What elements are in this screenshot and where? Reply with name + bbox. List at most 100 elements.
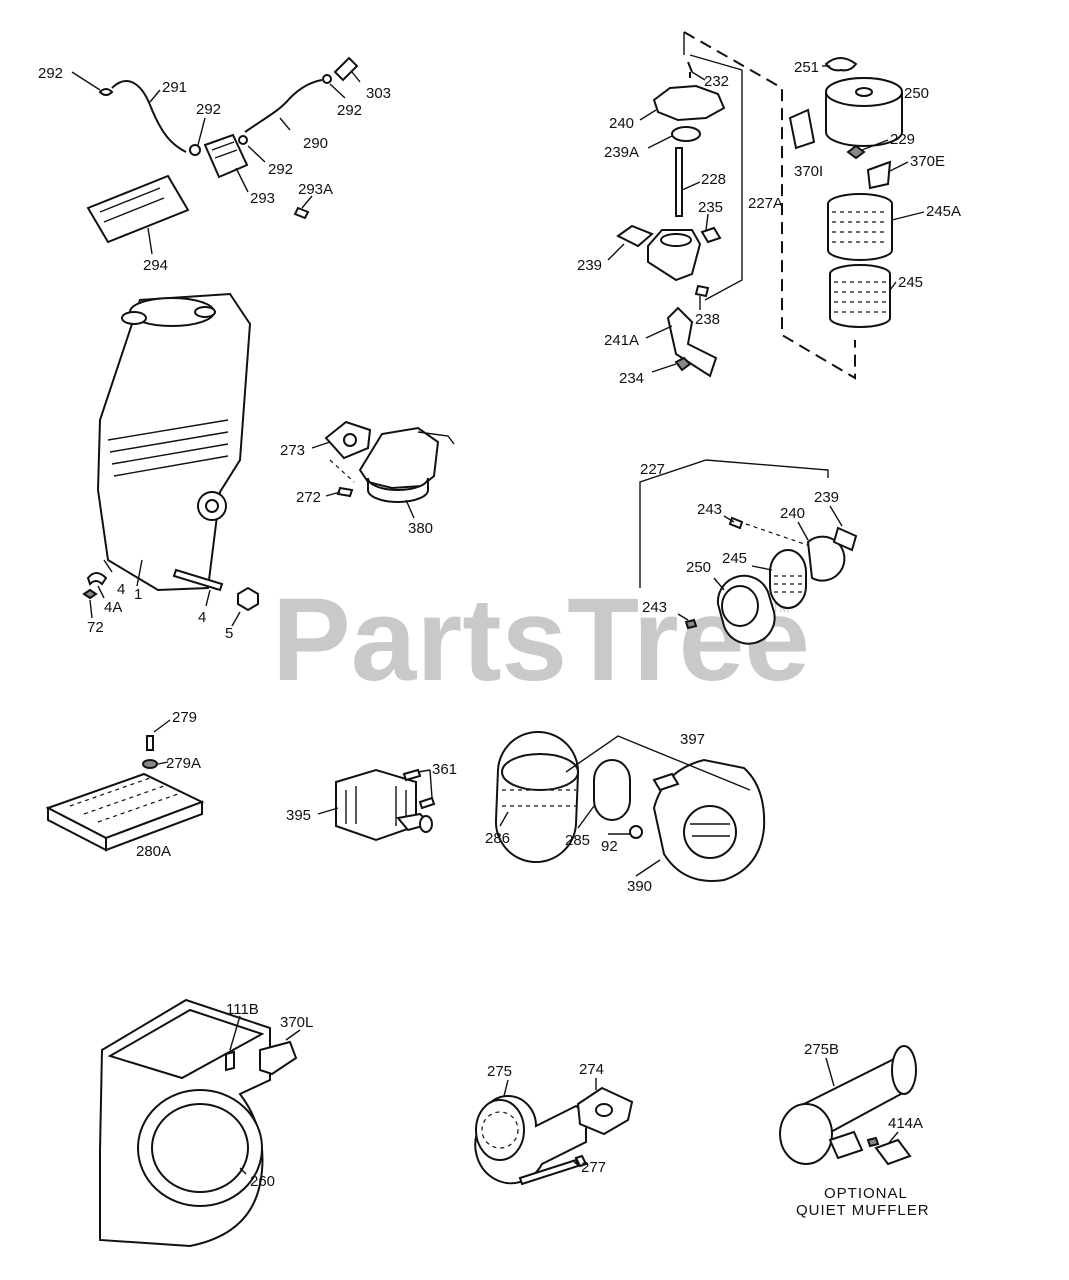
label-227: 227: [640, 461, 665, 478]
label-239-b: 239: [814, 489, 839, 506]
hose-clamp-292-left[interactable]: [98, 88, 114, 96]
clamp-292-mid[interactable]: [189, 144, 201, 156]
label-290: 290: [303, 135, 328, 152]
quiet-muffler-group: 275B 414A OPTIONAL QUIET MUFFLER: [779, 1041, 929, 1219]
screw-238[interactable]: [694, 284, 710, 298]
label-232: 232: [704, 73, 729, 90]
label-273: 273: [280, 442, 305, 459]
label-234: 234: [619, 370, 644, 387]
label-370L: 370L: [280, 1014, 313, 1031]
screw-232[interactable]: [687, 61, 693, 78]
fuel-pump-group: 292 291 292 290 292 303 292 293 293A 294: [38, 56, 391, 274]
bolt-277[interactable]: [518, 1158, 580, 1186]
nut-229[interactable]: [846, 144, 866, 160]
label-239-a: 239: [577, 257, 602, 274]
label-277: 277: [581, 1159, 606, 1176]
blower-housing-group: 111B 370L 260: [99, 998, 313, 1248]
clamp-292-right[interactable]: [238, 135, 248, 145]
filter-245-b[interactable]: [769, 549, 807, 609]
washer-279A[interactable]: [142, 759, 158, 769]
label-245A: 245A: [926, 203, 961, 220]
label-370E: 370E: [910, 153, 945, 170]
label-4-a: 4: [117, 581, 125, 598]
stud-4[interactable]: [172, 568, 224, 592]
label-390: 390: [627, 878, 652, 895]
adapter-414A[interactable]: [874, 1138, 912, 1166]
wing-nut-251[interactable]: [824, 57, 858, 72]
label-235: 235: [698, 199, 723, 216]
label-370I: 370I: [794, 163, 823, 180]
screw-361-a[interactable]: [402, 768, 422, 782]
label-229: 229: [890, 131, 915, 148]
label-4A: 4A: [104, 599, 122, 616]
label-243-b: 243: [642, 599, 667, 616]
recoil-starter-397-group: 397 286 285 92 390: [485, 731, 766, 895]
nut-5[interactable]: [237, 586, 259, 612]
label-238: 238: [695, 311, 720, 328]
label-286: 286: [485, 830, 510, 847]
muffler-275-group: 275 274 277: [474, 1061, 634, 1186]
short-block-1[interactable]: [96, 292, 252, 592]
label-72: 72: [87, 619, 104, 636]
fuel-line-290[interactable]: [244, 79, 323, 133]
washer-92[interactable]: [629, 825, 643, 839]
carburetor-380[interactable]: [358, 426, 440, 490]
label-293A: 293A: [298, 181, 333, 198]
bracket-241A[interactable]: [666, 306, 718, 378]
gasket-239A[interactable]: [671, 126, 701, 142]
label-285: 285: [565, 832, 590, 849]
fuel-line-291[interactable]: [111, 80, 187, 153]
stud-228[interactable]: [675, 147, 683, 217]
plug-72[interactable]: [82, 588, 98, 600]
screw-272[interactable]: [336, 486, 354, 498]
label-111B: 111B: [226, 1001, 259, 1018]
fuel-pump-293[interactable]: [203, 133, 249, 179]
nut-234[interactable]: [674, 356, 692, 372]
label-240-a: 240: [609, 115, 634, 132]
fitting-303[interactable]: [333, 56, 359, 82]
cover-240[interactable]: [652, 84, 726, 122]
screw-243-bottom[interactable]: [684, 618, 698, 630]
shroud-280A-group: 279 279A 280A: [45, 709, 205, 860]
pulley-285[interactable]: [593, 759, 631, 821]
label-245-a: 245: [898, 274, 923, 291]
label-414A: 414A: [888, 1115, 923, 1132]
drain-plug-4A[interactable]: [86, 572, 108, 586]
decal-370L[interactable]: [259, 1040, 298, 1076]
label-250-a: 250: [904, 85, 929, 102]
nut-235[interactable]: [700, 226, 722, 244]
starter-395-group: 361 395: [286, 761, 457, 842]
precleaner-245A[interactable]: [827, 193, 893, 261]
decal-370I[interactable]: [788, 108, 816, 150]
label-293: 293: [250, 190, 275, 207]
label-294: 294: [143, 257, 168, 274]
label-291: 291: [162, 79, 187, 96]
decal-370E[interactable]: [866, 160, 892, 190]
screw-243-top[interactable]: [728, 516, 744, 530]
label-251: 251: [794, 59, 819, 76]
electric-starter-395[interactable]: [335, 768, 417, 842]
label-274: 274: [579, 1061, 604, 1078]
clamp-292-top[interactable]: [322, 74, 332, 84]
label-227A: 227A: [748, 195, 783, 212]
gasket-239[interactable]: [616, 224, 654, 248]
label-1: 1: [134, 586, 142, 603]
note-optional: OPTIONAL: [824, 1185, 908, 1202]
gasket-239-b[interactable]: [832, 526, 858, 552]
cover-240-b[interactable]: [806, 535, 846, 582]
air-cleaner-227-group: 227 243 240 239 245 250 243: [639, 459, 858, 645]
label-303: 303: [366, 85, 391, 102]
label-361: 361: [432, 761, 457, 778]
decal-111B[interactable]: [225, 1050, 235, 1072]
label-240-b: 240: [780, 505, 805, 522]
screw-361-b[interactable]: [418, 796, 436, 810]
label-292-b: 292: [196, 101, 221, 118]
air-cleaner-group: 232 240 239A 228 235 227A 239 238 241A 2…: [577, 31, 961, 387]
label-292-d: 292: [337, 102, 362, 119]
label-280A: 280A: [136, 843, 171, 860]
label-92: 92: [601, 838, 618, 855]
filter-245[interactable]: [829, 264, 891, 328]
label-4-b: 4: [198, 609, 206, 626]
screw-293A[interactable]: [293, 206, 310, 220]
screw-279[interactable]: [146, 735, 154, 751]
